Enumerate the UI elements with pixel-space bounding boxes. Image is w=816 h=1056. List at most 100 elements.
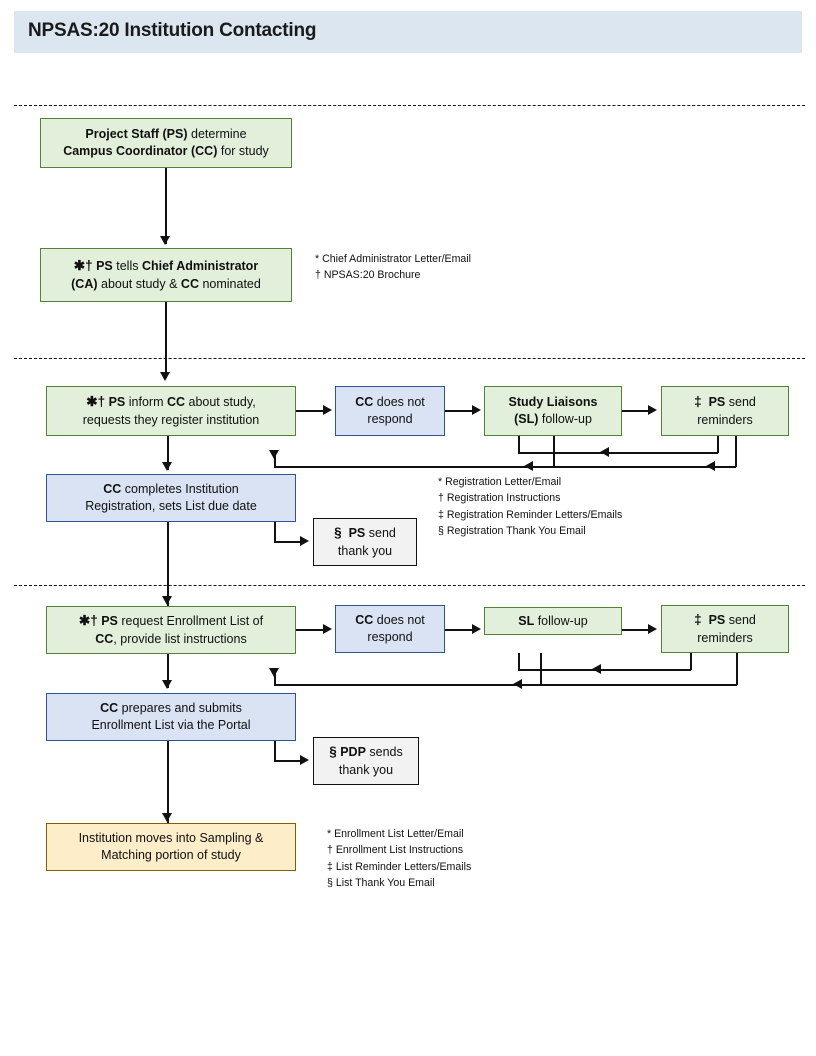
box-line-bold: Chief Administrator — [141, 259, 259, 274]
box-line-text: send — [365, 526, 396, 541]
connector-prepares-to-final — [167, 741, 169, 823]
arrow-left-outer-loop-s3-b — [706, 461, 715, 471]
box-line-bold: PS — [96, 259, 113, 274]
footnotes-stage3: * Registration Letter/Email † Registrati… — [438, 474, 622, 540]
box-study-liaisons-followup[interactable]: Study Liaisons (SL) follow-up — [484, 386, 622, 436]
box-pdp-sends-thank-you[interactable]: § PDP sends thank you — [313, 737, 419, 785]
footnote-item: * Registration Letter/Email — [438, 476, 562, 488]
section-divider-2 — [14, 358, 805, 359]
footnote-item: § Registration Thank You Email — [438, 525, 586, 538]
footnote-symbols: § — [334, 525, 342, 541]
loop-reminders-down-s3 — [717, 436, 719, 453]
connector-stage2-to-stage3 — [165, 302, 167, 378]
box-line-bold: CC — [103, 482, 122, 497]
section-divider-1 — [14, 105, 805, 106]
loop-back-horizontal-s3 — [274, 466, 736, 468]
box-institution-moves-to-sampling[interactable]: Institution moves into Sampling & Matchi… — [46, 823, 296, 871]
box-line-text: reminders — [697, 630, 753, 645]
box-line-text: determine — [187, 127, 247, 142]
footnote-symbols: ✱† — [78, 613, 98, 629]
box-line-text: thank you — [338, 762, 394, 777]
footnotes-stage2: * Chief Administrator Letter/Email † NPS… — [315, 251, 471, 284]
box-line-text: inform — [125, 395, 167, 410]
arrow-down-loop-s4 — [269, 668, 279, 677]
box-line-bold: PS — [708, 613, 726, 628]
box-ps-tells-chief-administrator[interactable]: ✱† PS tells Chief Administrator (CA) abo… — [40, 248, 292, 302]
box-line-text: follow-up — [538, 412, 592, 426]
connector-stage3-to-stage4 — [167, 522, 169, 606]
footnote-item: † Enrollment List Instructions — [327, 844, 464, 857]
box-line-bold: PS — [108, 395, 126, 410]
box-line-text: about study, — [185, 395, 256, 410]
page-title: NPSAS:20 Institution Contacting — [28, 20, 317, 41]
connector-noresponse-to-sl-s4 — [445, 629, 472, 631]
arrow-right-thankyou-s4 — [300, 755, 309, 765]
box-cc-completes-registration[interactable]: CC completes Institution Registration, s… — [46, 474, 296, 522]
connector-completes-to-thankyou-v-s3 — [274, 522, 276, 542]
arrow-down-to-final — [162, 813, 172, 822]
box-line-bold: PS — [101, 614, 118, 629]
box-line-bold: PS — [348, 526, 366, 541]
connector-completes-to-thankyou-h-s3 — [274, 541, 302, 543]
box-sl-followup-list[interactable]: SL follow-up — [484, 607, 622, 635]
box-cc-does-not-respond-list[interactable]: CC does not respond — [335, 605, 445, 653]
footnote-item: ‡ Registration Reminder Letters/Emails — [438, 508, 623, 521]
box-line-text: nominated — [198, 276, 261, 291]
footnote-symbols: ✱† — [73, 258, 93, 274]
box-ps-send-thank-you[interactable]: § PS send thank you — [313, 518, 417, 566]
connector-stage1-to-stage2 — [165, 168, 167, 244]
box-line-bold: CC — [166, 395, 186, 410]
loop-sl-outer-down-s3 — [553, 436, 555, 467]
box-ps-inform-cc-register[interactable]: ✱† PS inform CC about study, requests th… — [46, 386, 296, 436]
loop-reminders-to-sl-s4 — [518, 669, 691, 671]
connector-prepares-to-thankyou-v-s4 — [274, 741, 276, 761]
footnote-symbols: § — [329, 744, 337, 760]
connector-request-to-prepares — [167, 654, 169, 688]
box-line-text: thank you — [337, 543, 393, 558]
footnote-item: † NPSAS:20 Brochure — [315, 269, 421, 282]
loop-reminders-outer-down-s3 — [735, 436, 737, 467]
box-cc-prepares-enrollment-list[interactable]: CC prepares and submits Enrollment List … — [46, 693, 296, 741]
box-line-bold: CC — [355, 613, 374, 628]
box-line-bold: (CA) — [71, 276, 98, 291]
arrow-right-stage3-a — [323, 405, 332, 415]
arrow-right-stage3-c — [648, 405, 657, 415]
loop-sl-outer-down-s4 — [540, 653, 542, 685]
arrow-right-thankyou-s3 — [300, 536, 309, 546]
box-project-staff-determine-cc[interactable]: Project Staff (PS) determine Campus Coor… — [40, 118, 292, 168]
box-line-text: send — [725, 613, 756, 628]
footnote-item: † Registration Instructions — [438, 492, 561, 505]
arrow-left-outer-loop-s4 — [513, 679, 522, 689]
box-ps-request-enrollment-list[interactable]: ✱† PS request Enrollment List of CC, pro… — [46, 606, 296, 654]
box-cc-does-not-respond-registration[interactable]: CC does not respond — [335, 386, 445, 436]
connector-inform-to-completes — [167, 436, 169, 470]
box-line-text: sends — [365, 745, 403, 760]
box-line-bold: CC — [95, 631, 114, 646]
box-line-text: about study & — [97, 276, 181, 291]
box-line-text: prepares and submits — [118, 701, 242, 716]
arrow-left-outer-loop-s3-a — [524, 461, 533, 471]
box-line-text: respond — [367, 412, 413, 426]
box-ps-send-reminders-list[interactable]: ‡ PS send reminders — [661, 605, 789, 653]
arrow-left-inner-loop-s4 — [592, 664, 601, 674]
loop-reminders-down-s4 — [690, 653, 692, 670]
box-line-text: requests they register institution — [82, 412, 260, 427]
box-line-bold: Study Liaisons — [508, 395, 598, 410]
section-divider-3 — [14, 585, 805, 586]
footnote-symbols: ✱† — [86, 394, 106, 410]
arrow-right-stage4-a — [323, 624, 332, 634]
footnote-item: ‡ List Reminder Letters/Emails — [327, 860, 472, 873]
arrow-left-inner-loop-s3 — [600, 447, 609, 457]
footnotes-stage4: * Enrollment List Letter/Email † Enrollm… — [327, 826, 471, 892]
loop-reminders-to-sl-s3 — [518, 452, 718, 454]
loop-back-drop-s4 — [274, 670, 276, 685]
box-line-bold: SL — [518, 613, 535, 628]
loop-back-horizontal-s4 — [274, 684, 737, 686]
footnote-symbols: ‡ — [694, 394, 702, 410]
arrow-right-stage4-c — [648, 624, 657, 634]
box-line-text: follow-up — [534, 613, 588, 628]
box-line-text: reminders — [697, 412, 753, 427]
box-line-bold: Project Staff (PS) — [85, 127, 188, 142]
box-ps-send-reminders-registration[interactable]: ‡ PS send reminders — [661, 386, 789, 436]
